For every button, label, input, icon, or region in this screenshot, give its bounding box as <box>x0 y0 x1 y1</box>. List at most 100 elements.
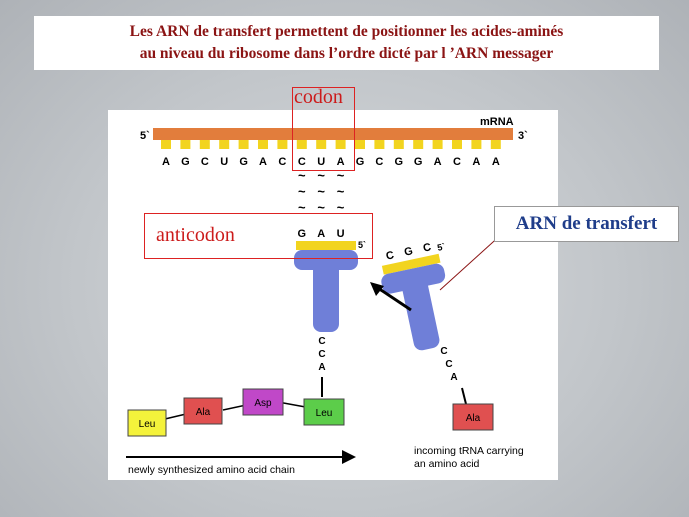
mrna-3prime: 3` <box>518 130 528 142</box>
bound-tail-base: A <box>318 362 325 373</box>
mrna-base-tick <box>161 140 171 149</box>
incoming-trna-body <box>381 263 446 351</box>
mrna-base: C <box>453 156 461 168</box>
mrna-base-tick <box>471 140 482 149</box>
mrna-base-tick <box>374 140 385 149</box>
mrna-base: U <box>220 156 228 168</box>
mrna-base: C <box>298 156 306 168</box>
incoming-trna-tail: CCA <box>440 346 457 383</box>
incoming-anticodon-base: C <box>422 241 432 254</box>
chain-leu-1 <box>127 409 167 437</box>
chain-direction-head <box>342 450 356 464</box>
pairing-tilde: ~ <box>337 184 345 199</box>
mrna-base: C <box>201 156 209 168</box>
mrna-strand <box>153 128 513 140</box>
mrna-base: A <box>337 156 345 168</box>
pairing-tilde: ~ <box>298 184 306 199</box>
bound-trna-5prime: 5` <box>358 240 366 250</box>
incoming-anticodon-base: C <box>385 249 395 262</box>
mrna-base-tick <box>393 140 404 149</box>
chain-leu-2 <box>303 398 345 426</box>
bound-tail-base: C <box>318 349 325 360</box>
bound-tail-base: C <box>318 336 325 347</box>
pairing-tilde: ~ <box>317 184 325 199</box>
mrna-base-ticks <box>161 140 501 149</box>
mrna-base-tick <box>238 140 249 149</box>
movement-arrow-head <box>370 282 384 296</box>
mrna-base-tick <box>296 140 307 149</box>
anticodon-highlight-box <box>144 213 373 259</box>
bound-trna-body <box>294 250 358 332</box>
incoming-caption-1: incoming tRNA carrying <box>414 445 524 457</box>
chain-caption: newly synthesized amino acid chain <box>128 464 295 476</box>
mrna-base-tick <box>413 140 424 149</box>
chain-leu-2-label: Leu <box>316 408 333 419</box>
mrna-base-tick <box>258 140 268 149</box>
mrna-base: A <box>434 156 442 168</box>
mrna-5prime: 5` <box>140 130 150 142</box>
pairing-tilde: ~ <box>317 200 325 215</box>
mrna-base-tick <box>335 140 346 149</box>
bound-anticodon-base: A <box>317 228 325 240</box>
bound-anticodon-base: G <box>298 228 307 240</box>
incoming-caption-2: an amino acid <box>414 458 480 470</box>
mrna-base: G <box>395 156 404 168</box>
chain-ala <box>183 397 223 425</box>
mrna-base: C <box>375 156 383 168</box>
title-line-1: Les ARN de transfert permettent de posit… <box>129 23 564 40</box>
pairing-tilde: ~ <box>317 168 325 183</box>
bound-trna-tail: CCA <box>318 336 325 373</box>
arn-transfert-label: ARN de transfert <box>494 206 679 242</box>
title-banner: Les ARN de transfert permettent de posit… <box>34 16 659 70</box>
title-line-2: au niveau du ribosome dans l’ordre dicté… <box>139 45 554 62</box>
mrna-base: G <box>356 156 365 168</box>
incoming-tail-base: C <box>445 359 452 370</box>
mrna-base: A <box>259 156 267 168</box>
incoming-anticodon-ticks <box>381 253 441 275</box>
mrna-base-tick <box>490 140 501 149</box>
codon-highlight-box <box>292 87 355 171</box>
incoming-amino-ala <box>452 403 494 431</box>
mrna-label: mRNA <box>480 116 514 128</box>
bound-anticodon-base: U <box>337 228 345 240</box>
chain-leu-1-label: Leu <box>139 419 156 430</box>
mrna-base-tick <box>219 140 230 149</box>
incoming-trna-5prime: 5` <box>436 241 446 252</box>
mrna-base: A <box>162 156 170 168</box>
incoming-amino-ala-label: Ala <box>466 413 481 424</box>
incoming-tail-line <box>461 387 467 405</box>
bound-anticodon-ticks <box>296 241 356 250</box>
mrna-base-tick <box>180 140 191 149</box>
incoming-anticodon-base: G <box>403 245 414 259</box>
mrna-base-tick <box>432 140 443 149</box>
mrna-base: G <box>239 156 248 168</box>
mrna-base-tick <box>355 140 365 149</box>
pairing-tilde: ~ <box>298 168 306 183</box>
incoming-tail-base: A <box>450 372 457 383</box>
mrna-base-tick <box>277 140 288 149</box>
mrna-base: A <box>472 156 480 168</box>
movement-arrow-line <box>377 286 412 312</box>
mrna-base: G <box>414 156 423 168</box>
mrna-base: U <box>317 156 325 168</box>
chain-ala-label: Ala <box>196 407 211 418</box>
pairing-tilde: ~ <box>298 200 306 215</box>
mrna-base-tick <box>452 140 462 149</box>
pairing-tilde: ~ <box>337 168 345 183</box>
mrna-base: C <box>278 156 286 168</box>
arn-label-pointer <box>439 232 504 291</box>
chain-asp <box>242 388 284 416</box>
chain-asp-label: Asp <box>254 398 272 409</box>
pairing-tilde: ~ <box>337 200 345 215</box>
mrna-base-tick <box>316 140 327 149</box>
amino-acid-chain: Leu Ala Asp Leu <box>127 388 345 437</box>
mrna-base: G <box>181 156 190 168</box>
codon-label: codon <box>294 86 343 108</box>
